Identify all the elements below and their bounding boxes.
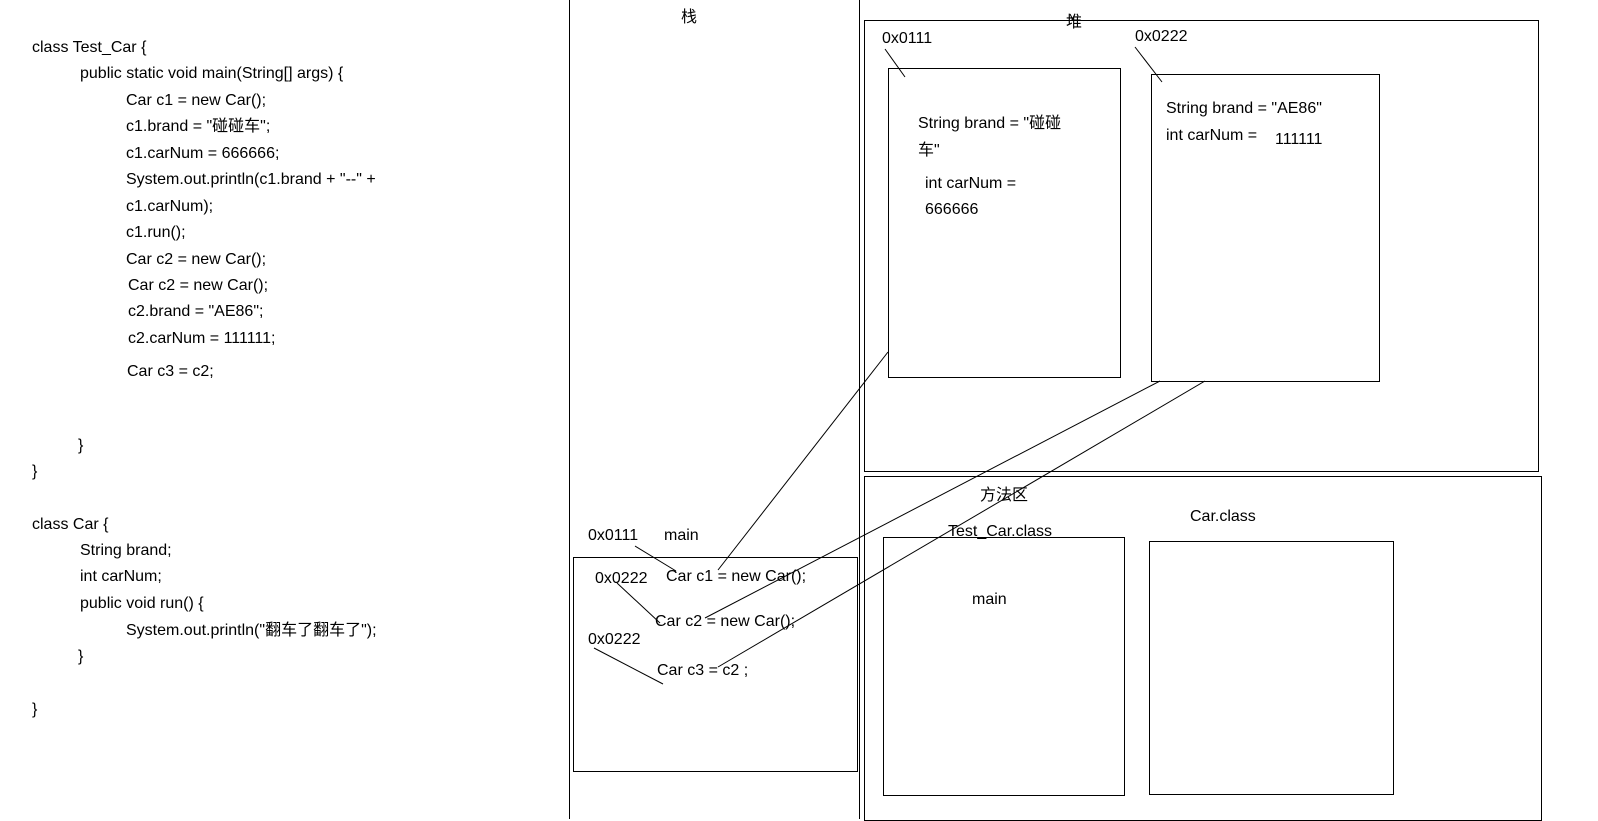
c2-carnum-value: 111111 — [1275, 131, 1323, 148]
stack-row-statement: Car c2 = new Car(); — [655, 613, 796, 630]
c1-brand-field-cont: 车" — [918, 142, 940, 159]
stack-right-divider — [859, 0, 860, 819]
code-line: c1.carNum = 666666; — [126, 145, 280, 162]
stack-row-statement: Car c1 = new Car(); — [666, 568, 807, 585]
c1-carnum-value: 666666 — [925, 201, 979, 218]
code-line: public void run() { — [80, 595, 204, 612]
c2-brand-field: String brand = "AE86" — [1166, 100, 1322, 117]
code-line: c1.carNum); — [126, 198, 214, 215]
code-line: c1.run(); — [126, 224, 186, 241]
stack-title: 栈 — [681, 9, 698, 26]
code-line: System.out.println(c1.brand + "--" + — [126, 171, 376, 188]
code-line: String brand; — [80, 542, 172, 559]
heap-object-c2 — [1151, 74, 1380, 382]
code-line: } — [32, 701, 38, 718]
code-line: class Test_Car { — [32, 39, 147, 56]
code-line: c2.carNum = 111111; — [128, 330, 276, 347]
c1-reference-line — [717, 351, 889, 571]
code-line: c2.brand = "AE86"; — [128, 303, 264, 320]
method-area-title: 方法区 — [980, 487, 1029, 504]
heap-object-address: 0x0111 — [882, 30, 933, 47]
code-line: } — [78, 437, 84, 454]
stack-row-address: 0x0222 — [588, 631, 641, 648]
c1-carnum-field: int carNum = — [925, 175, 1017, 192]
stack-frame-label: main — [664, 527, 699, 544]
test-car-class-box — [883, 537, 1125, 796]
code-line: } — [32, 463, 38, 480]
code-line: Car c3 = c2; — [127, 363, 214, 380]
c1-brand-field: String brand = "碰碰 — [918, 115, 1062, 132]
code-line: public static void main(String[] args) { — [80, 65, 344, 82]
heap-object-address: 0x0222 — [1135, 28, 1188, 45]
code-line: Car c2 = new Car(); — [128, 277, 269, 294]
code-line: int carNum; — [80, 568, 162, 585]
heap-object-c1 — [888, 68, 1121, 378]
code-line: c1.brand = "碰碰车"; — [126, 118, 271, 135]
stack-frame-address: 0x0111 — [588, 527, 639, 544]
code-line: } — [78, 648, 84, 665]
code-line: System.out.println("翻车了翻车了"); — [126, 622, 377, 639]
test-car-class-name: Test_Car.class — [948, 523, 1053, 540]
stack-left-divider — [569, 0, 570, 819]
code-line: Car c2 = new Car(); — [126, 251, 267, 268]
code-line: Car c1 = new Car(); — [126, 92, 267, 109]
car-class-box — [1149, 541, 1394, 795]
heap-title: 堆 — [1066, 14, 1083, 31]
stack-row-statement: Car c3 = c2 ; — [657, 662, 749, 679]
main-method-label: main — [972, 591, 1007, 608]
code-line: class Car { — [32, 516, 109, 533]
c2-carnum-field: int carNum = — [1166, 127, 1258, 144]
car-class-name: Car.class — [1190, 508, 1256, 525]
stack-row-address: 0x0222 — [595, 570, 648, 587]
